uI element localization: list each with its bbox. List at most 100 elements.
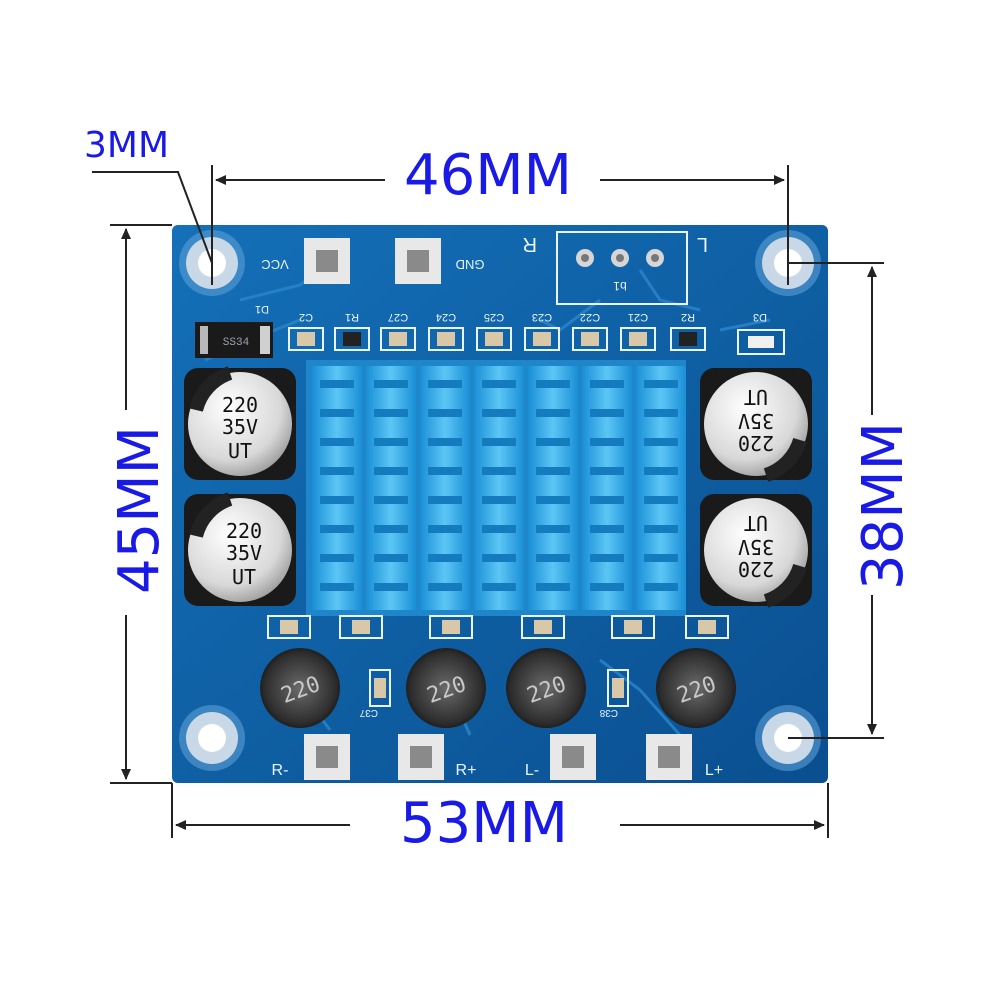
heatsink-slot xyxy=(374,554,408,562)
heatsink-fin xyxy=(474,366,524,610)
pad-l-minus xyxy=(550,734,596,780)
heatsink-slot xyxy=(374,525,408,533)
cap-lt-line1: 220 xyxy=(222,393,258,417)
smd-pad-outline xyxy=(620,327,656,351)
smd-pad-outline xyxy=(380,327,416,351)
heatsink-slot xyxy=(590,380,624,388)
vcc-pad xyxy=(304,238,350,284)
gnd-pad xyxy=(395,238,441,284)
heatsink-slot xyxy=(482,583,516,591)
smd-label: R2 xyxy=(681,311,695,323)
smd-component xyxy=(581,332,599,346)
heatsink-slot xyxy=(590,525,624,533)
right-channel-label: R xyxy=(523,233,537,255)
heatsink-slot xyxy=(374,496,408,504)
heatsink-slot xyxy=(320,438,354,446)
heatsink-fin xyxy=(636,366,686,610)
heatsink-slot xyxy=(590,467,624,475)
heatsink-slot xyxy=(428,525,462,533)
cap-lt-line2: 35V xyxy=(222,415,258,439)
heatsink-slot xyxy=(428,409,462,417)
smd-component xyxy=(533,332,551,346)
smd-pad-outline xyxy=(428,327,464,351)
diode-d3-label: D3 xyxy=(753,311,767,323)
heatsink-fin xyxy=(366,366,416,610)
heatsink-slot xyxy=(320,409,354,417)
heatsink-slot xyxy=(482,496,516,504)
hole-spacing-height-label: 38MM xyxy=(850,422,916,590)
cap-lt-line3: UT xyxy=(228,439,252,463)
heatsink-slot xyxy=(536,554,570,562)
capacitor-right-top: 220 35V UT xyxy=(700,368,812,482)
led-d3 xyxy=(737,329,785,355)
heatsink-slot xyxy=(482,409,516,417)
cap-rt-line3: UT xyxy=(744,385,768,409)
heatsink-slot xyxy=(590,438,624,446)
smd-component xyxy=(437,332,455,346)
smd-label: C2 xyxy=(299,311,313,323)
heatsink-slot xyxy=(428,554,462,562)
heatsink-slot xyxy=(536,380,570,388)
diode-d1 xyxy=(195,322,273,358)
heatsink-slot xyxy=(644,583,678,591)
heatsink-slot xyxy=(644,467,678,475)
smd-pad-outline xyxy=(334,327,370,351)
c38-label: C38 xyxy=(599,707,618,718)
heatsink-slot xyxy=(482,525,516,533)
smd-component xyxy=(679,332,697,346)
smd-pad-outline xyxy=(476,327,512,351)
heatsink-slot xyxy=(320,525,354,533)
heatsink-slot xyxy=(320,583,354,591)
heatsink-slot xyxy=(374,380,408,388)
cap-lb-line2: 35V xyxy=(226,541,262,565)
heatsink-slot xyxy=(428,496,462,504)
c37-label: C37 xyxy=(359,707,378,718)
capacitor-right-bottom: 220 35V UT xyxy=(700,494,812,608)
left-channel-label: L xyxy=(697,233,708,255)
heatsink-slot xyxy=(482,467,516,475)
smd-label: C24 xyxy=(436,311,456,323)
heatsink-slot xyxy=(590,554,624,562)
smd-component xyxy=(629,332,647,346)
capacitor-left-bottom: 220 35V UT xyxy=(184,492,296,606)
smd-component xyxy=(485,332,503,346)
inductor-4: 220 xyxy=(656,648,736,728)
cap-rt-line2: 35V xyxy=(738,409,774,433)
smd-label: C25 xyxy=(484,311,504,323)
diode-part-label: SS34 xyxy=(223,337,250,349)
smd-label: C21 xyxy=(628,311,648,323)
heatsink-slot xyxy=(320,467,354,475)
vcc-label: VCC xyxy=(261,257,288,272)
smd-pad-outline xyxy=(670,327,706,351)
heatsink-slot xyxy=(536,409,570,417)
heatsink-fin xyxy=(582,366,632,610)
heatsink-slot xyxy=(536,583,570,591)
board-height-label: 45MM xyxy=(106,426,172,594)
l-plus-label: L+ xyxy=(705,762,723,779)
heatsink-slot xyxy=(536,525,570,533)
board-width-label: 53MM xyxy=(400,791,568,856)
heatsink-slot xyxy=(374,409,408,417)
pad-r-minus xyxy=(304,734,350,780)
capacitor-left-top: 220 35V UT xyxy=(184,366,296,480)
heatsink-slot xyxy=(320,380,354,388)
smd-component xyxy=(343,332,361,346)
smd-label: C27 xyxy=(388,311,408,323)
heatsink-slot xyxy=(428,467,462,475)
heatsink-slot xyxy=(644,409,678,417)
heatsink-slot xyxy=(482,554,516,562)
smd-label: C22 xyxy=(580,311,600,323)
heatsink-slot xyxy=(428,380,462,388)
smd-pad-outline xyxy=(288,327,324,351)
smd-bottom-row xyxy=(267,615,729,707)
smd-label: R1 xyxy=(345,311,359,323)
heatsink-slot xyxy=(482,380,516,388)
hole-spacing-width-label: 46MM xyxy=(404,143,572,208)
heatsink-slot xyxy=(590,583,624,591)
l-minus-label: L- xyxy=(525,762,539,779)
inductor-2: 220 xyxy=(406,648,486,728)
pot-label: b1 xyxy=(613,279,627,293)
heatsink-slot xyxy=(644,438,678,446)
heatsink-fin xyxy=(312,366,362,610)
